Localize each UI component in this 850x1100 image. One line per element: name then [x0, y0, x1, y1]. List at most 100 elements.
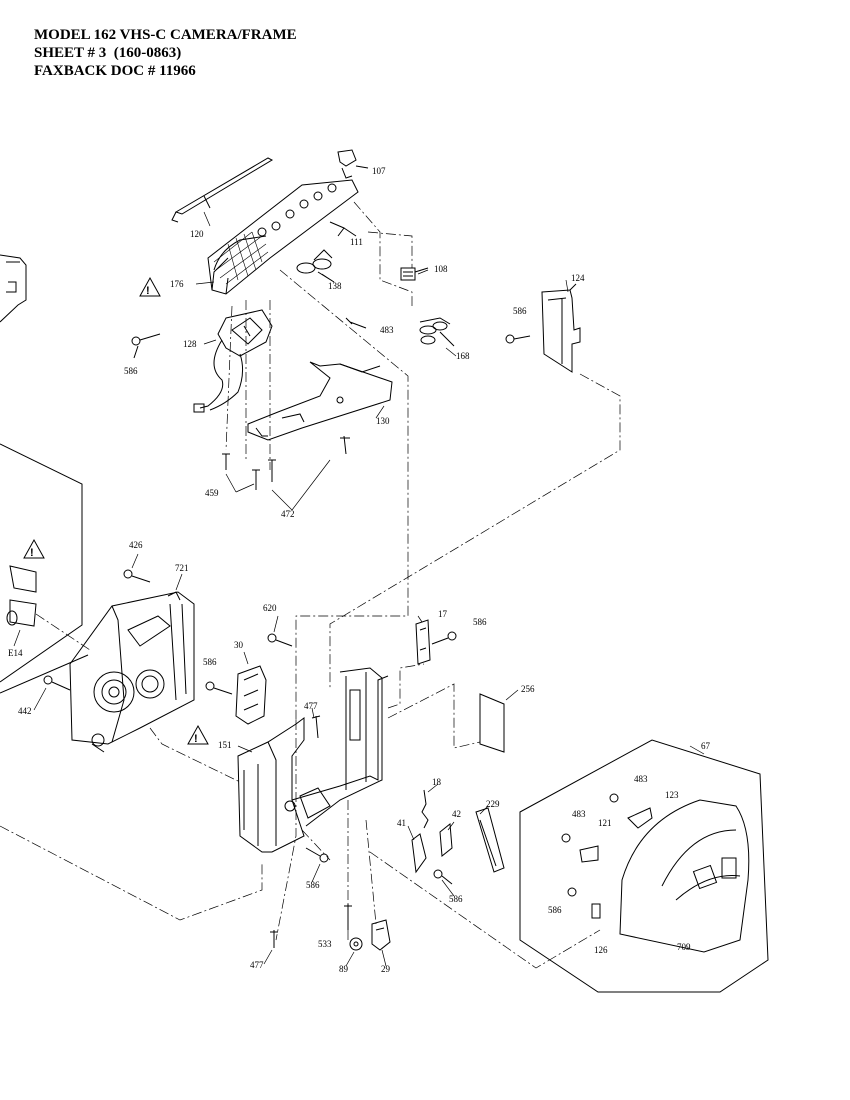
screw-483-mid	[345, 317, 367, 329]
callout-111: 111	[350, 237, 363, 247]
callout-123: 123	[665, 790, 679, 800]
part-130-plate	[247, 361, 393, 441]
callout-709: 709	[677, 942, 691, 952]
screw-442	[43, 675, 71, 691]
left-panel-outline	[0, 443, 89, 694]
part-42	[439, 823, 453, 857]
leader-lines	[13, 211, 705, 967]
part-168-pieces	[419, 317, 455, 347]
callout-586-side: 586	[548, 905, 562, 915]
callout-483-lower-right: 483	[572, 809, 586, 819]
sheet-number: SHEET # 3 (160-0863)	[34, 45, 182, 61]
callout-472: 472	[281, 509, 295, 519]
callout-89: 89	[339, 964, 349, 974]
callout-586-lower-frame: 586	[306, 880, 320, 890]
model-title: MODEL 162 VHS-C CAMERA/FRAME	[34, 27, 297, 43]
part-151-frame	[237, 667, 389, 853]
callout-67: 67	[701, 741, 711, 751]
callout-586-near-17: 586	[473, 617, 487, 627]
callout-41: 41	[397, 818, 406, 828]
screw-426	[123, 569, 151, 583]
left-edge-partial-part	[0, 254, 27, 323]
screw-586-lower-right	[433, 869, 453, 885]
part-108-connector	[400, 267, 429, 281]
part-709-side-cover	[619, 799, 750, 953]
callout-128: 128	[183, 339, 197, 349]
callout-124: 124	[571, 273, 585, 283]
part-107-clip	[337, 149, 369, 179]
screw-586-near-30	[205, 681, 233, 695]
part-41	[411, 833, 427, 874]
callout-E14: E14	[8, 648, 23, 658]
callout-130: 130	[376, 416, 390, 426]
part-111-clip	[329, 221, 357, 237]
screw-620	[267, 633, 293, 647]
callout-586-near-30: 586	[203, 657, 217, 667]
part-E14-sheet	[6, 565, 37, 627]
warning-symbol-1: !	[146, 285, 150, 297]
part-123	[627, 807, 653, 829]
part-126	[591, 903, 601, 919]
screw-477-upper	[311, 715, 321, 739]
faxback-doc-number: FAXBACK DOC # 11966	[34, 63, 196, 79]
callout-442: 442	[18, 706, 32, 716]
part-721-mechanism	[69, 591, 195, 753]
callout-121: 121	[598, 818, 612, 828]
warning-symbol-3: !	[194, 733, 198, 745]
screws-483-586-side	[561, 793, 619, 897]
callout-17: 17	[438, 609, 448, 619]
callout-620: 620	[263, 603, 277, 613]
callout-176: 176	[170, 279, 184, 289]
part-18-spring	[421, 789, 429, 829]
part-29	[371, 919, 391, 951]
screw-586-lower	[305, 847, 329, 863]
callout-483-upper-right: 483	[634, 774, 648, 784]
callout-18: 18	[432, 777, 442, 787]
screw-586-left	[131, 333, 161, 359]
part-128-assembly	[193, 309, 273, 413]
warning-triangles	[23, 276, 209, 745]
screw-533	[344, 904, 352, 930]
callout-586-left: 586	[124, 366, 138, 376]
part-124-bracket	[541, 283, 581, 373]
speaker-grille	[213, 231, 269, 285]
callout-29: 29	[381, 964, 391, 974]
callout-426: 426	[129, 540, 143, 550]
screw-586-near-124	[505, 334, 531, 344]
callout-120: 120	[190, 229, 204, 239]
assembly-guide-lines	[0, 201, 621, 969]
callout-533: 533	[318, 939, 332, 949]
part-229	[475, 807, 505, 873]
callout-586-lower-right: 586	[449, 894, 463, 904]
callout-256: 256	[521, 684, 535, 694]
part-256-sheet	[479, 693, 505, 753]
part-120-rod	[171, 157, 274, 223]
part-17	[415, 619, 431, 665]
part-138-rings	[296, 249, 335, 283]
callout-126: 126	[594, 945, 608, 955]
screw-477-lower	[270, 930, 278, 948]
callout-586-top-right: 586	[513, 306, 527, 316]
callout-721: 721	[175, 563, 189, 573]
screw-586-near-17	[431, 631, 457, 645]
callout-477-lower: 477	[250, 960, 264, 970]
part-30	[235, 665, 267, 725]
part-67-side-cover-group	[519, 739, 769, 993]
screws-472-459	[222, 435, 350, 490]
document-header: MODEL 162 VHS-C CAMERA/FRAME SHEET # 3 (…	[34, 26, 297, 80]
part-121	[579, 845, 599, 863]
callout-483-mid: 483	[380, 325, 394, 335]
callout-168: 168	[456, 351, 470, 361]
callout-108: 108	[434, 264, 448, 274]
callout-138: 138	[328, 281, 342, 291]
callout-151: 151	[218, 740, 232, 750]
washer-89	[349, 937, 363, 951]
callout-459: 459	[205, 488, 219, 498]
warning-symbol-2: !	[30, 547, 34, 559]
callout-30: 30	[234, 640, 244, 650]
part-176-top-cover	[207, 179, 359, 295]
callout-107: 107	[372, 166, 386, 176]
callout-42: 42	[452, 809, 461, 819]
callout-229: 229	[486, 799, 500, 809]
